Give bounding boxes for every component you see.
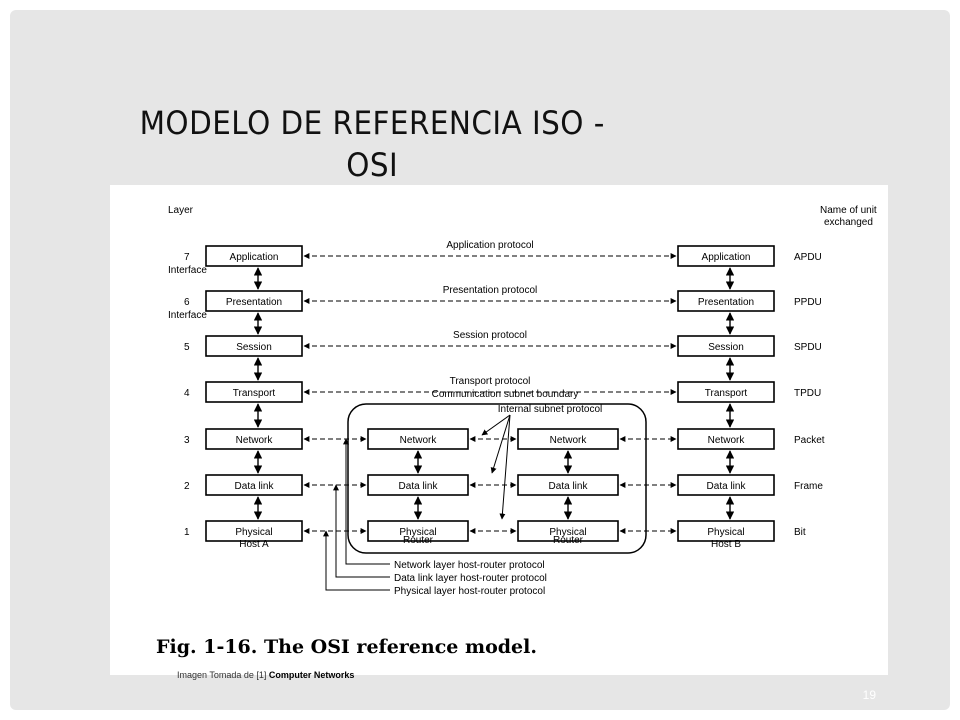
host-a-layer-box xyxy=(205,381,303,403)
host-a-layer-box xyxy=(205,474,303,496)
host-a-layer-box xyxy=(205,245,303,267)
router-a-layer-box xyxy=(367,474,469,496)
host-a-layer-label: Physical xyxy=(235,527,272,538)
unit-label: SPDU xyxy=(794,342,822,353)
legend-leader-line xyxy=(323,530,390,591)
unit-label: Packet xyxy=(794,435,825,446)
host-a-layer-label: Transport xyxy=(233,388,276,399)
router-a-label: Router xyxy=(403,535,434,546)
slide: MODELO DE REFERENCIA ISO - OSI Layer Name… xyxy=(10,10,950,710)
host-b-layer-box xyxy=(677,381,775,403)
host-a-layer-box xyxy=(205,520,303,542)
host-b-layer-box xyxy=(677,474,775,496)
layer-number: 1 xyxy=(184,527,190,538)
router-b-layer-label: Physical xyxy=(549,527,586,538)
router-a-layer-label: Network xyxy=(400,435,438,446)
unit-label: TPDU xyxy=(794,388,821,399)
host-a-layer-label: Application xyxy=(230,252,279,263)
host-b-layer-label: Presentation xyxy=(698,297,754,308)
figure-caption: Fig. 1-16. The OSI reference model. xyxy=(156,636,537,658)
unit-label: APDU xyxy=(794,252,822,263)
internal-subnet-protocol-label: Internal subnet protocol xyxy=(498,404,603,415)
title-line-1: MODELO DE REFERENCIA ISO - xyxy=(139,104,605,142)
host-a-layer-box xyxy=(205,335,303,357)
host-b-layer-box xyxy=(677,520,775,542)
subnet-boundary-label: Communication subnet boundary xyxy=(432,389,579,400)
host-b-layer-label: Transport xyxy=(705,388,748,399)
communication-subnet-boundary xyxy=(347,403,647,554)
internal-protocol-pointer xyxy=(499,414,511,520)
unit-header-line1: Name of unit xyxy=(820,205,877,216)
host-b-layer-box xyxy=(677,428,775,450)
peer-protocol-label: Transport protocol xyxy=(450,376,531,387)
router-a-layer-box xyxy=(367,428,469,450)
host-b-layer-label: Session xyxy=(708,342,744,353)
unit-label: Bit xyxy=(794,527,806,538)
layer-number: 3 xyxy=(184,435,190,446)
layer-number: 6 xyxy=(184,297,190,308)
router-b-layer-box xyxy=(517,474,619,496)
unit-label: Frame xyxy=(794,481,823,492)
host-a-layer-label: Presentation xyxy=(226,297,282,308)
unit-header-line2: exchanged xyxy=(824,217,873,228)
host-b-label: Host B xyxy=(711,539,741,550)
title-line-2: OSI xyxy=(346,146,399,185)
layer-number: 7 xyxy=(184,252,190,263)
layer-number: 2 xyxy=(184,481,190,492)
slide-title: MODELO DE REFERENCIA ISO - OSI xyxy=(64,102,680,186)
image-credit: Imagen Tomada de [1] Computer Networks xyxy=(177,670,354,680)
credit-prefix: Imagen Tomada de [1] xyxy=(177,670,267,680)
router-a-layer-box xyxy=(367,520,469,542)
internal-protocol-pointer xyxy=(490,414,511,474)
legend-label: Network layer host-router protocol xyxy=(394,560,545,571)
legend-leader-line xyxy=(343,438,390,565)
unit-label: PPDU xyxy=(794,297,822,308)
host-a-layer-label: Session xyxy=(236,342,272,353)
host-b-layer-label: Application xyxy=(702,252,751,263)
peer-protocol-label: Session protocol xyxy=(453,330,527,341)
router-b-layer-label: Network xyxy=(550,435,588,446)
page-number: 19 xyxy=(862,688,876,702)
host-a-layer-label: Network xyxy=(236,435,274,446)
router-b-layer-label: Data link xyxy=(549,481,589,492)
host-b-layer-box xyxy=(677,245,775,267)
host-a-layer-box xyxy=(205,290,303,312)
router-b-label: Router xyxy=(553,535,584,546)
credit-source: Computer Networks xyxy=(268,670,355,680)
layer-number: 5 xyxy=(184,342,190,353)
router-a-layer-label: Data link xyxy=(399,481,439,492)
host-b-layer-label: Network xyxy=(708,435,746,446)
layer-number: 4 xyxy=(184,388,190,399)
host-a-label: Host A xyxy=(239,539,269,550)
legend-leader-line xyxy=(333,484,390,578)
legend-label: Data link layer host-router protocol xyxy=(394,573,547,584)
peer-protocol-label: Application protocol xyxy=(446,240,533,251)
router-a-layer-label: Physical xyxy=(399,527,436,538)
internal-protocol-pointer xyxy=(481,414,511,436)
interface-label-2: Interface xyxy=(168,310,207,321)
layer-header: Layer xyxy=(168,205,194,216)
host-b-layer-box xyxy=(677,290,775,312)
interface-label-1: Interface xyxy=(168,265,207,276)
host-a-layer-box xyxy=(205,428,303,450)
host-a-layer-label: Data link xyxy=(235,481,275,492)
host-b-layer-label: Data link xyxy=(707,481,747,492)
router-b-layer-box xyxy=(517,428,619,450)
peer-protocol-label: Presentation protocol xyxy=(443,285,538,296)
legend-label: Physical layer host-router protocol xyxy=(394,586,545,597)
host-b-layer-label: Physical xyxy=(707,527,744,538)
host-b-layer-box xyxy=(677,335,775,357)
router-b-layer-box xyxy=(517,520,619,542)
